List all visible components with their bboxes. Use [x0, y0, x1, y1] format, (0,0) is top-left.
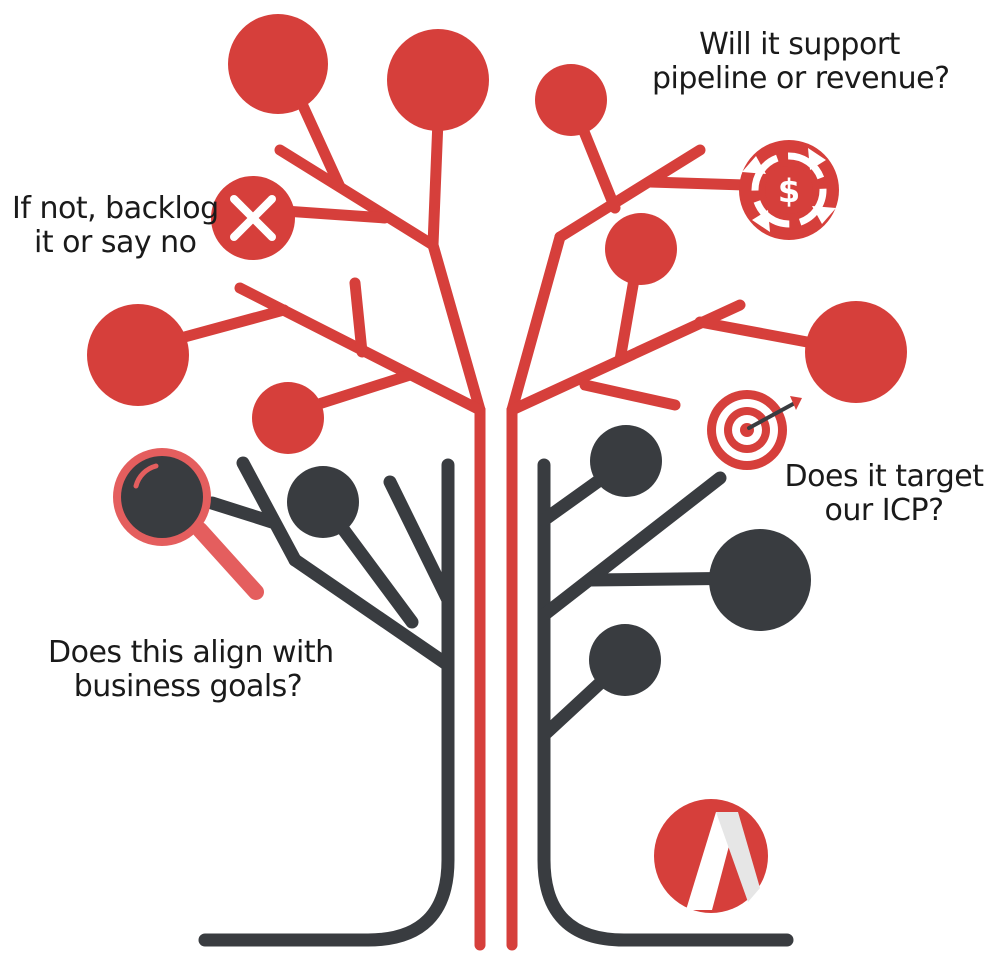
dark-node: [709, 529, 811, 631]
svg-text:$: $: [778, 172, 800, 210]
dark-trunk-right: [537, 458, 794, 947]
close-icon: [211, 176, 295, 260]
dark-node: [589, 624, 661, 696]
red-node: [387, 29, 489, 131]
red-node: [805, 301, 907, 403]
label-business-line1: Does this align with: [48, 635, 334, 670]
target-icon: [707, 390, 802, 470]
label-business-line2: business goals?: [73, 669, 303, 704]
brand-logo: [654, 799, 768, 913]
red-node: [535, 64, 607, 136]
dark-node: [287, 466, 359, 538]
magnifier-icon: [113, 448, 264, 600]
label-revenue-line1: Will it support: [699, 27, 900, 62]
label-business: Does this align with business goals?: [48, 635, 334, 704]
dark-node: [590, 425, 662, 497]
red-nodes: [87, 14, 907, 454]
red-node: [228, 14, 328, 114]
label-revenue-line2: pipeline or revenue?: [652, 61, 950, 96]
label-backlog: If not, backlog it or say no: [12, 192, 219, 260]
label-backlog-line1: If not, backlog: [12, 191, 219, 226]
label-icp-line2: our ICP?: [824, 493, 944, 528]
label-backlog-line2: it or say no: [34, 225, 197, 260]
red-node: [605, 213, 677, 285]
red-node: [252, 382, 324, 454]
red-node: [87, 304, 189, 406]
dark-trunk-left: [198, 458, 455, 947]
label-icp: Does it target our ICP?: [784, 460, 984, 528]
dark-nodes: [287, 425, 811, 696]
label-revenue: Will it support pipeline or revenue?: [652, 27, 950, 96]
label-icp-line1: Does it target: [784, 459, 984, 494]
dollar-cycle-icon: $: [739, 140, 839, 240]
